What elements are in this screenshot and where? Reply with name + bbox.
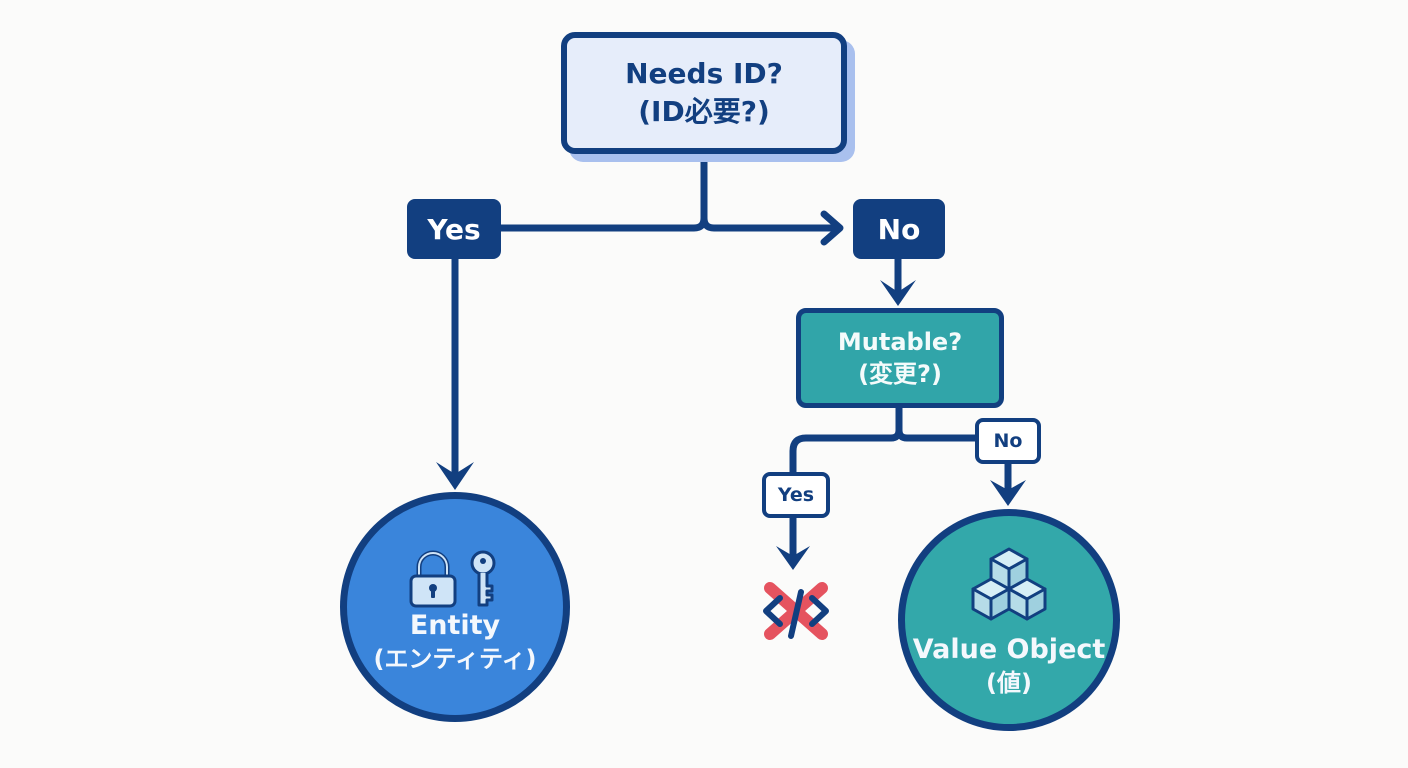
crossed-code-icon — [763, 582, 829, 640]
key-icon — [470, 550, 496, 607]
question-mutable-ja: (変更?) — [858, 360, 942, 388]
branch-label-no: No — [853, 199, 945, 259]
arrowhead-mutable — [880, 280, 916, 306]
branch-label-yes: Yes — [407, 199, 501, 259]
connector-root-to-no — [700, 214, 842, 232]
connector-root-stem — [496, 150, 708, 232]
entity-label-ja: (エンティティ) — [373, 645, 537, 673]
value-object-label: Value Object — [912, 634, 1106, 665]
value-object-label-ja: (値) — [986, 669, 1032, 697]
outcome-value-object: Value Object (値) — [898, 509, 1120, 731]
connector-mutable-to-no — [895, 426, 982, 442]
arrowhead-value — [990, 480, 1026, 506]
question-needs-id-ja: (ID必要?) — [638, 95, 770, 128]
outcome-entity: Entity (エンティティ) — [340, 492, 570, 722]
entity-label: Entity — [409, 610, 501, 641]
mutable-branch-label-no: No — [975, 418, 1041, 464]
question-needs-id-en: Needs ID? — [625, 57, 783, 90]
question-mutable: Mutable? (変更?) — [796, 308, 1004, 408]
question-mutable-en: Mutable? — [837, 328, 963, 356]
arrowhead-entity — [436, 462, 474, 490]
arrowhead-invalid — [776, 546, 810, 570]
arrowhead-root-no — [820, 210, 844, 246]
question-needs-id: Needs ID? (ID必要?) — [561, 32, 847, 154]
entity-icons — [409, 550, 496, 608]
lock-icon — [409, 550, 457, 608]
connector-mutable-stem — [789, 404, 903, 478]
mutable-branch-label-yes: Yes — [762, 472, 830, 518]
cubes-icon — [971, 547, 1047, 621]
